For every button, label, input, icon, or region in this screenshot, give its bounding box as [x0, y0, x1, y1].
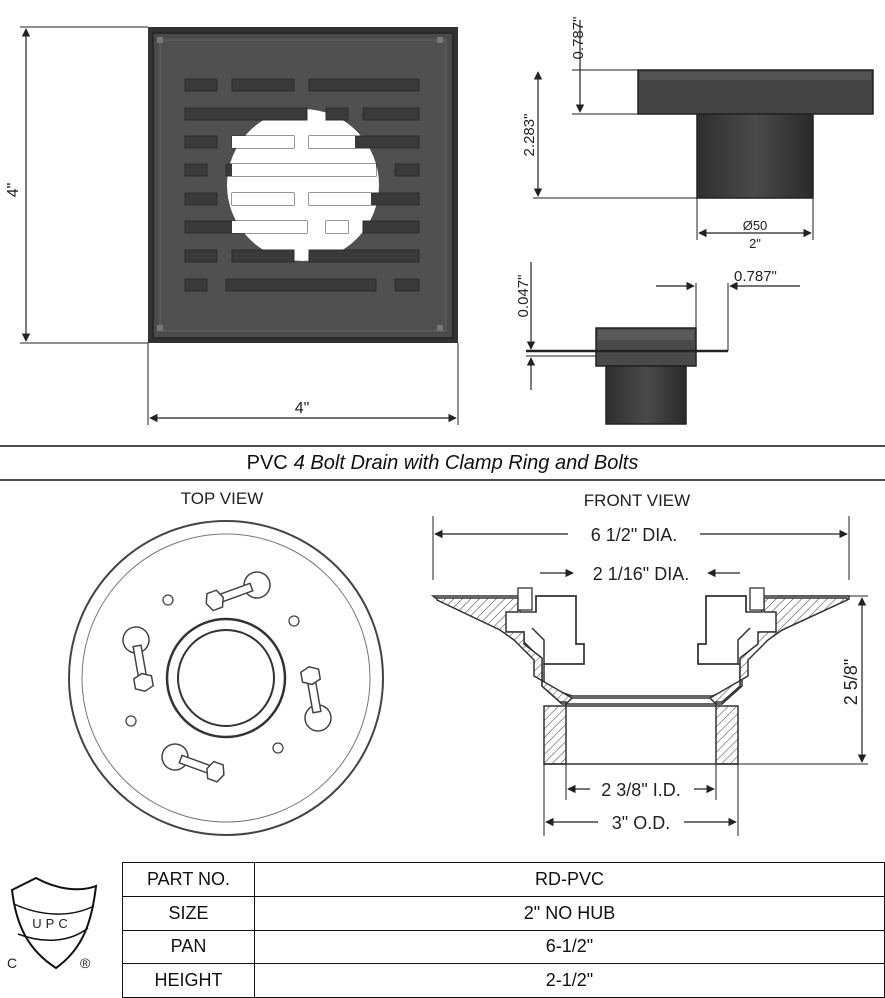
clamp-bolts [122, 571, 332, 783]
side-flange-label: 0.787" [570, 17, 587, 60]
height-label: 2 5/8" [841, 659, 861, 705]
spec-label: HEIGHT [122, 963, 255, 998]
upc-certification-logo: UPC C ® [7, 876, 98, 971]
grate-top-view [148, 27, 458, 343]
grate-width-label: 4" [295, 400, 310, 417]
spec-table: PART NO. RD-PVC SIZE 2" NO HUB PAN 6-1/2… [122, 862, 885, 998]
lower-thickness-label: 0.047" [515, 275, 532, 318]
table-row: PART NO. RD-PVC [122, 862, 885, 897]
spec-label: PAN [122, 929, 255, 965]
corner-screws [157, 37, 443, 331]
inner-dia-label: 2 1/16" DIA. [593, 564, 689, 584]
spec-value: 6-1/2" [254, 929, 885, 965]
upc-c-mark: C [7, 955, 17, 971]
banner-title: 4 Bolt Drain with Clamp Ring and Bolts [293, 451, 639, 474]
upc-registered-mark: ® [80, 955, 91, 971]
drain-hole [227, 109, 379, 261]
table-row: SIZE 2" NO HUB [122, 895, 885, 931]
table-row: HEIGHT 2-1/2" [122, 963, 885, 998]
pipe-imperial-label: 2" [749, 236, 761, 251]
banner-prefix: PVC [246, 451, 288, 474]
side-total-label: 2.283" [521, 114, 538, 157]
overall-dia-label: 6 1/2" DIA. [591, 525, 677, 545]
grate-height-dimension: 4" [5, 26, 148, 344]
grate-side-view: 0.787" 2.283" Ø50 2" [521, 17, 874, 251]
drawing-banner: PVC 4 Bolt Drain with Clamp Ring and Bol… [0, 447, 885, 479]
grate-installed-view: 0.047" 0.787" [515, 262, 800, 425]
drain-top-view: TOP VIEW [68, 489, 384, 836]
table-row: PAN 6-1/2" [122, 929, 885, 965]
spec-label: SIZE [122, 895, 255, 931]
spec-value: RD-PVC [254, 862, 885, 897]
spec-value: 2" NO HUB [254, 895, 885, 931]
grate-width-dimension: 4" [147, 343, 459, 425]
front-view-label: FRONT VIEW [584, 491, 690, 510]
spec-value: 2-1/2" [254, 963, 885, 998]
id-label: 2 3/8" I.D. [601, 780, 680, 800]
upc-letters: UPC [32, 916, 71, 931]
od-label: 3" O.D. [612, 813, 670, 833]
drain-front-view: FRONT VIEW 6 1/2" DIA. 2 1/16" DIA. 2 5/… [430, 491, 868, 836]
lower-flange-label: 0.787" [734, 268, 777, 285]
grate-height-label: 4" [5, 183, 22, 198]
spec-label: PART NO. [122, 862, 255, 897]
top-view-label: TOP VIEW [181, 489, 264, 508]
pipe-metric-label: Ø50 [743, 218, 768, 233]
